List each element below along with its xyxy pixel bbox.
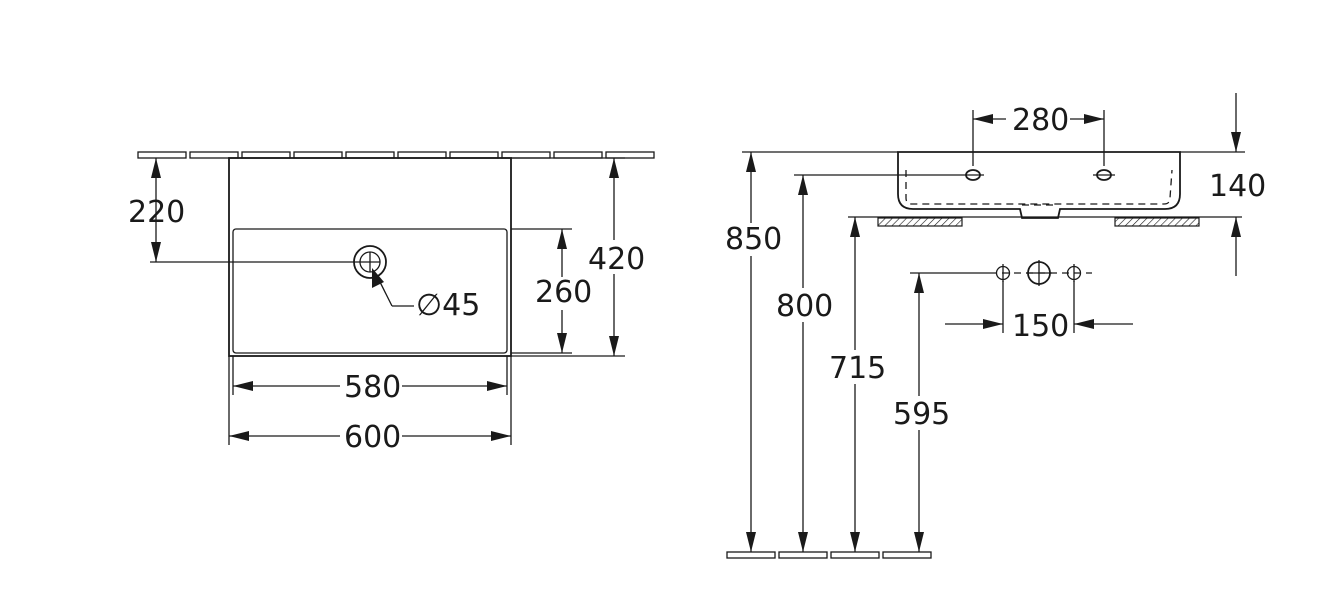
dim-800: 800 <box>776 174 962 552</box>
dim-600: 600 <box>228 356 512 455</box>
dim-150: 150 <box>945 281 1133 344</box>
dim-595: 595 <box>893 273 950 552</box>
dim-280: 280 <box>972 103 1105 166</box>
dim-diameter: ∅45 <box>372 268 480 323</box>
dim-600-label: 600 <box>344 420 401 455</box>
dim-140-label: 140 <box>1209 169 1266 204</box>
bowl-outline <box>232 228 508 354</box>
dim-220-label: 220 <box>128 195 185 230</box>
dim-715: 715 <box>829 217 886 552</box>
floor-segments <box>726 551 932 559</box>
dim-280-label: 280 <box>1012 103 1069 138</box>
dim-580: 580 <box>232 356 508 405</box>
dim-150-label: 150 <box>1012 309 1069 344</box>
dim-140: 140 <box>1180 93 1266 276</box>
dim-800-label: 800 <box>776 289 833 324</box>
dim-420-label: 420 <box>588 242 645 277</box>
dim-595-label: 595 <box>893 397 950 432</box>
tap-holes-side <box>962 169 1115 181</box>
dim-850: 850 <box>725 151 898 552</box>
dim-260: 260 <box>511 228 592 354</box>
dim-420: 420 <box>511 157 645 357</box>
support-brackets <box>848 216 1242 227</box>
dim-580-label: 580 <box>344 370 401 405</box>
dim-850-label: 850 <box>725 222 782 257</box>
connection-symbols <box>910 260 1092 286</box>
side-view: 280 140 850 <box>725 93 1266 559</box>
top-view: 220 ∅45 260 420 <box>128 151 655 455</box>
dim-715-label: 715 <box>829 351 886 386</box>
basin-outline <box>228 157 512 357</box>
dim-260-label: 260 <box>535 275 592 310</box>
dim-220: 220 <box>128 158 360 263</box>
basin-side <box>897 151 1181 219</box>
dim-diameter-label: ∅45 <box>416 288 480 323</box>
